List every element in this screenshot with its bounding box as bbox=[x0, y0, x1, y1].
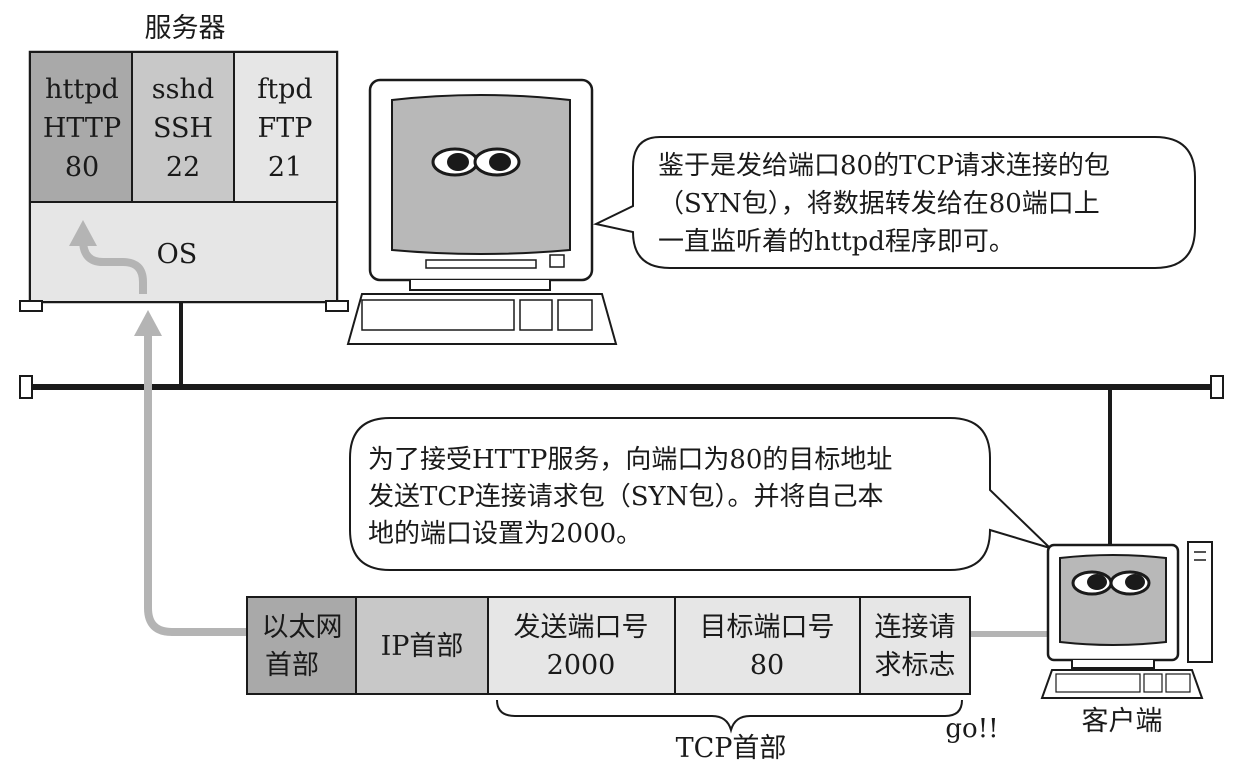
packet-field-ethernet-header bbox=[246, 596, 357, 695]
service-protocol-ftp: FTP bbox=[258, 113, 313, 144]
server-bubble-line-1: 鉴于是发给端口80的TCP请求连接的包 bbox=[658, 151, 1110, 181]
client-computer: 客户端 bbox=[1040, 541, 1213, 737]
service-port-21: 21 bbox=[268, 152, 302, 183]
dest-port-label: 目标端口号 bbox=[700, 612, 835, 643]
client-tower bbox=[1187, 541, 1213, 663]
os-label: OS bbox=[157, 239, 198, 270]
client-bubble-line-2: 发送TCP连接请求包（SYN包）。并将自己本 bbox=[368, 482, 883, 512]
server-bubble-line-3: 一直监听着的httpd程序即可。 bbox=[658, 227, 1015, 257]
syn-flag-label-1: 连接请 bbox=[875, 612, 956, 643]
ip-header-label: IP首部 bbox=[381, 631, 464, 662]
client-monitor-screen bbox=[1059, 554, 1167, 646]
service-daemon-httpd: httpd bbox=[45, 74, 119, 105]
admin-computer bbox=[346, 78, 618, 345]
dest-port-value: 80 bbox=[750, 650, 784, 681]
service-daemon-sshd: sshd bbox=[152, 74, 214, 105]
service-cell-sshd bbox=[132, 53, 234, 202]
server: 服务器 httpd HTTP 80 sshd SSH 22 ftpd FTP 2… bbox=[19, 13, 349, 312]
service-protocol-ssh: SSH bbox=[153, 113, 213, 144]
service-daemon-ftpd: ftpd bbox=[257, 74, 312, 105]
ethernet-header-label-2: 首部 bbox=[265, 650, 319, 681]
eyes-icon bbox=[431, 147, 521, 177]
network-bus bbox=[19, 303, 1224, 545]
go-label: go!! bbox=[945, 714, 998, 744]
source-port-value: 2000 bbox=[547, 650, 616, 681]
service-cell-httpd bbox=[31, 53, 132, 202]
bus-terminator-left bbox=[19, 375, 33, 399]
client-label: 客户端 bbox=[1082, 706, 1163, 737]
tcp-header-label: TCP首部 bbox=[676, 733, 787, 764]
client-speech-bubble: 为了接受HTTP服务，向端口为80的目标地址 发送TCP连接请求包（SYN包）。… bbox=[349, 417, 1051, 571]
source-port-label: 发送端口号 bbox=[514, 612, 649, 643]
packet-flow-arrow bbox=[69, 220, 250, 636]
service-protocol-http: HTTP bbox=[43, 113, 121, 144]
server-foot-left bbox=[19, 300, 43, 312]
client-eyes-icon bbox=[1071, 570, 1151, 596]
client-bubble-line-1: 为了接受HTTP服务，向端口为80的目标地址 bbox=[368, 445, 892, 475]
packet-field-syn-flag bbox=[859, 596, 971, 695]
ethernet-header-label-1: 以太网 bbox=[262, 612, 343, 643]
bus-terminator-right bbox=[1210, 375, 1224, 399]
server-bubble-line-2: （SYN包），将数据转发给在80端口上 bbox=[658, 189, 1100, 219]
service-port-80: 80 bbox=[65, 152, 99, 183]
client-bubble-line-3: 地的端口设置为2000。 bbox=[368, 519, 642, 549]
server-foot-right bbox=[325, 300, 349, 312]
monitor-screen bbox=[391, 94, 571, 255]
packet-field-source-port bbox=[487, 596, 676, 695]
server-speech-bubble: 鉴于是发给端口80的TCP请求连接的包 （SYN包），将数据转发给在80端口上 … bbox=[592, 136, 1196, 269]
syn-packet: 以太网 首部 IP首部 发送端口号 2000 目标端口号 80 连接请 求标志 … bbox=[246, 596, 1050, 764]
service-cell-ftpd bbox=[234, 53, 336, 202]
server-title: 服务器 bbox=[145, 13, 226, 44]
service-port-22: 22 bbox=[166, 152, 200, 183]
tcp-header-brace bbox=[496, 699, 963, 734]
syn-flag-label-2: 求标志 bbox=[875, 650, 956, 681]
